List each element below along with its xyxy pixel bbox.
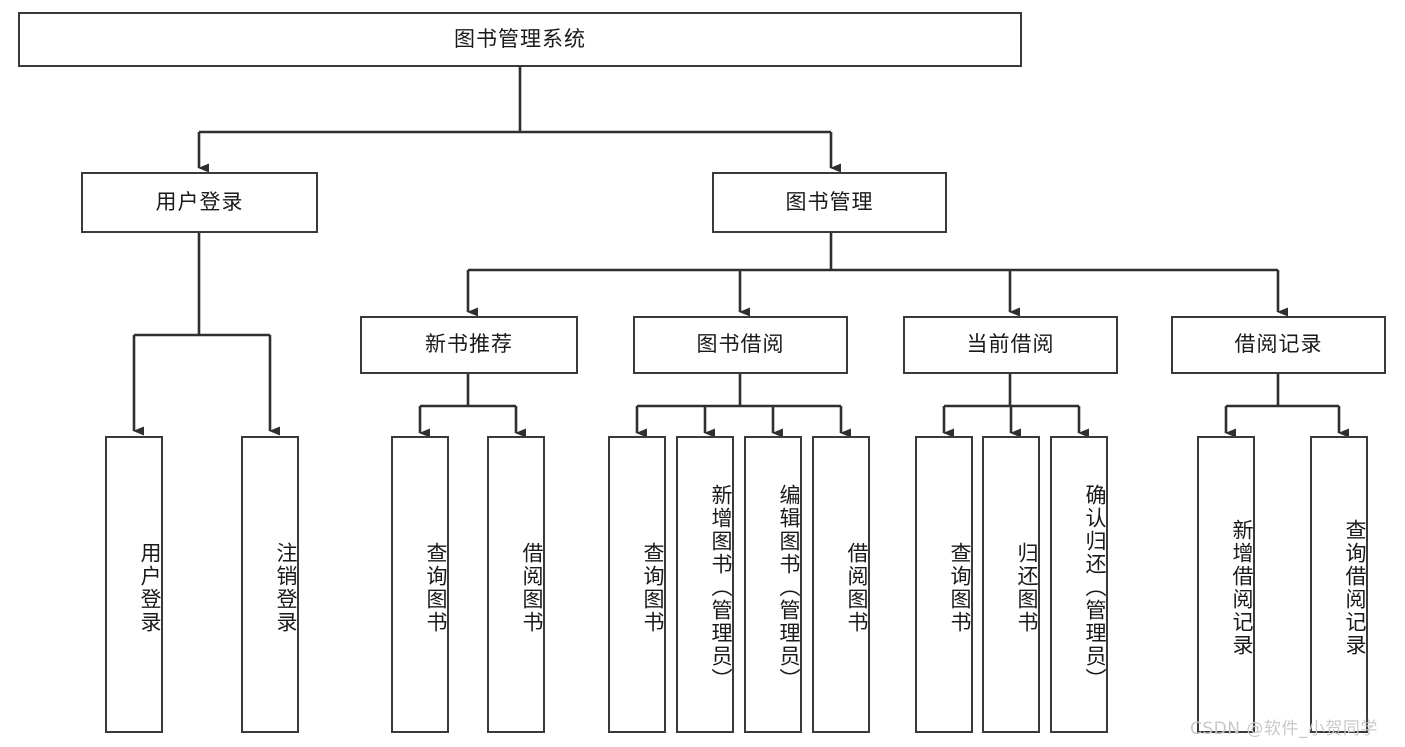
leaf-recommend-query-book[interactable]: 查询图书 <box>391 436 449 733</box>
node-borrow-record[interactable]: 借阅记录 <box>1171 316 1386 374</box>
node-root-system[interactable]: 图书管理系统 <box>18 12 1022 67</box>
node-label: 借阅记录 <box>1234 332 1323 357</box>
node-label: 查询图书 <box>424 541 448 634</box>
csdn-watermark: CSDN @软件_小贺同学 <box>1190 719 1378 739</box>
node-book-management[interactable]: 图书管理 <box>712 172 947 233</box>
node-new-book-recommend[interactable]: 新书推荐 <box>360 316 578 374</box>
node-label: 图书借阅 <box>696 332 785 357</box>
node-label: 查询借阅记录 <box>1343 518 1367 657</box>
leaf-borrow-borrow-book[interactable]: 借阅图书 <box>812 436 870 733</box>
node-label: 借阅图书 <box>520 541 544 634</box>
node-label: 查询图书 <box>948 541 972 634</box>
node-user-login[interactable]: 用户登录 <box>81 172 318 233</box>
leaf-current-query-book[interactable]: 查询图书 <box>915 436 973 733</box>
node-label: 归还图书 <box>1015 541 1039 634</box>
leaf-borrow-edit-book-admin[interactable]: 编辑图书（管理员） <box>744 436 802 733</box>
node-label: 当前借阅 <box>966 332 1055 357</box>
node-label: 借阅图书 <box>845 541 869 634</box>
node-label: 新书推荐 <box>425 332 513 357</box>
node-label: 用户登录 <box>138 541 162 634</box>
node-label: 图书管理 <box>785 189 874 214</box>
leaf-user-login-signout[interactable]: 注销登录 <box>241 436 299 733</box>
leaf-user-login-signin[interactable]: 用户登录 <box>105 436 163 733</box>
node-label: 确认归还（管理员） <box>1083 484 1107 691</box>
node-label: 注销登录 <box>274 541 298 634</box>
leaf-current-return-book[interactable]: 归还图书 <box>982 436 1040 733</box>
leaf-borrow-query-book[interactable]: 查询图书 <box>608 436 666 733</box>
node-label: 图书管理系统 <box>454 26 586 51</box>
node-label: 编辑图书（管理员） <box>777 484 801 691</box>
node-current-borrow[interactable]: 当前借阅 <box>903 316 1118 374</box>
node-book-borrow[interactable]: 图书借阅 <box>633 316 848 374</box>
node-label: 查询图书 <box>641 541 665 634</box>
node-label: 新增图书（管理员） <box>709 484 733 691</box>
leaf-current-confirm-return-admin[interactable]: 确认归还（管理员） <box>1050 436 1108 733</box>
node-label: 新增借阅记录 <box>1230 518 1254 657</box>
leaf-record-add-record[interactable]: 新增借阅记录 <box>1197 436 1255 733</box>
node-label: 用户登录 <box>155 189 244 214</box>
leaf-record-query-record[interactable]: 查询借阅记录 <box>1310 436 1368 733</box>
leaf-borrow-add-book-admin[interactable]: 新增图书（管理员） <box>676 436 734 733</box>
leaf-recommend-borrow-book[interactable]: 借阅图书 <box>487 436 545 733</box>
